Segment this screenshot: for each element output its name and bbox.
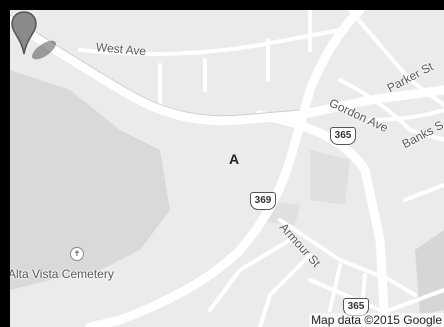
- map-marker-icon[interactable]: [10, 10, 60, 60]
- cemetery-icon: ✝: [70, 247, 84, 261]
- map-attribution: Map data ©2015 Google: [309, 313, 444, 327]
- map-canvas[interactable]: West Ave Gordon Ave Parker St Banks S Ar…: [10, 10, 444, 327]
- route-shield-365-north: 365: [330, 127, 356, 145]
- route-shield-369: 369: [250, 192, 276, 210]
- route-shield-365-south: 365: [343, 298, 369, 316]
- poi-label-cemetery[interactable]: Alta Vista Cemetery: [10, 267, 114, 281]
- map-marker-label: A: [228, 151, 240, 167]
